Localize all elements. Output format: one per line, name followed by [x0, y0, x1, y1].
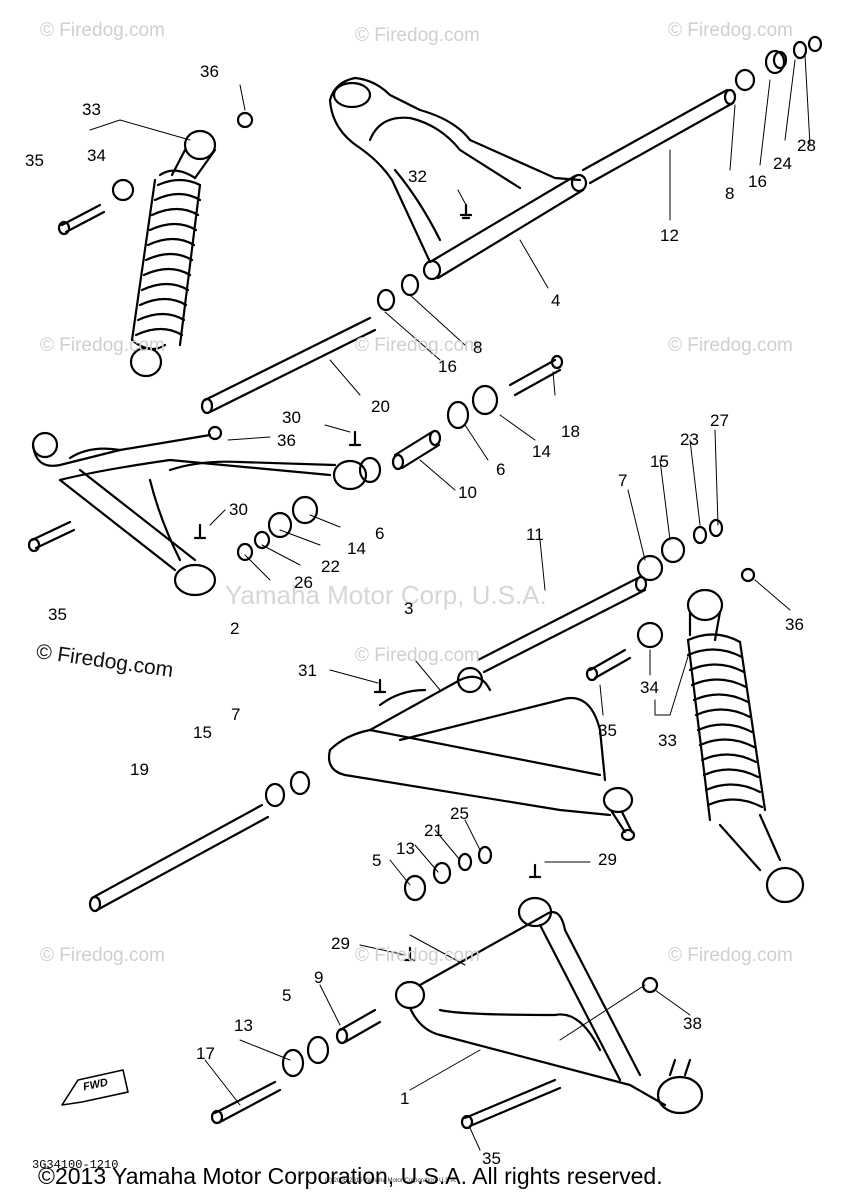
tiny-copyright: (c) 2005-2015 Yamaha Motor Corporation, …	[325, 1178, 457, 1184]
callout-18: 18	[561, 422, 580, 441]
callout-6: 6	[496, 460, 506, 479]
callout-7: 7	[618, 471, 628, 490]
bushings-middle	[236, 354, 564, 562]
watermark: © Firedog.com	[40, 945, 165, 966]
watermark: © Firedog.com	[355, 25, 480, 46]
arm-2	[27, 425, 382, 597]
callout-10: 10	[458, 483, 477, 502]
callout-35: 35	[25, 151, 44, 170]
callout-34: 34	[87, 146, 106, 165]
callout-13: 13	[234, 1016, 253, 1035]
callout-36: 36	[785, 615, 804, 634]
callout-16: 16	[438, 357, 457, 376]
callout-19: 19	[130, 760, 149, 779]
callout-33: 33	[82, 100, 101, 119]
watermark: © Firedog.com	[668, 335, 793, 356]
callout-15: 15	[650, 452, 669, 471]
callout-8: 8	[725, 184, 735, 203]
callout-29: 29	[331, 934, 350, 953]
shock-absorber-right	[585, 518, 805, 904]
callout-27: 27	[710, 411, 729, 430]
callout-8: 8	[473, 338, 483, 357]
shaft-19	[88, 770, 311, 913]
copyright-footer: ©2013 Yamaha Motor Corporation, U.S.A. A…	[38, 1163, 663, 1189]
callout-3: 3	[404, 599, 414, 618]
fwd-arrow	[61, 1069, 129, 1106]
callout-38: 38	[683, 1014, 702, 1033]
watermark: © Firedog.com	[355, 335, 480, 356]
callout-34: 34	[640, 678, 659, 697]
arm-1	[394, 863, 704, 1130]
diagram-code: 3G34100-1210	[32, 1158, 119, 1172]
callout-35: 35	[48, 605, 67, 624]
callout-26: 26	[294, 573, 313, 592]
callout-7: 7	[231, 705, 241, 724]
bushings-top-right	[734, 35, 823, 92]
callout-14: 14	[347, 539, 366, 558]
callout-35: 35	[482, 1149, 501, 1168]
callout-9: 9	[314, 968, 324, 987]
callout-15: 15	[193, 723, 212, 742]
shock-absorber-left	[57, 111, 254, 378]
callout-6: 6	[375, 524, 385, 543]
callout-14: 14	[532, 442, 551, 461]
watermark: © Firedog.com	[40, 335, 165, 356]
callout-20: 20	[371, 397, 390, 416]
callout-17: 17	[196, 1044, 215, 1063]
watermark: © Firedog.com	[355, 945, 480, 966]
callout-33: 33	[658, 731, 677, 750]
callout-5: 5	[372, 851, 382, 870]
callout-12: 12	[660, 226, 679, 245]
callout-22: 22	[321, 557, 340, 576]
callout-36: 36	[200, 62, 219, 81]
arm-3	[327, 575, 648, 842]
callout-31: 31	[298, 661, 317, 680]
callout-35: 35	[598, 721, 617, 740]
callout-30: 30	[282, 408, 301, 427]
bushings-lower-left	[210, 845, 493, 1125]
callout-16: 16	[748, 172, 767, 191]
callout-24: 24	[773, 154, 792, 173]
watermark: © Firedog.com	[668, 20, 793, 41]
callout-21: 21	[424, 821, 443, 840]
callout-32: 32	[408, 167, 427, 186]
callout-36: 36	[277, 431, 296, 450]
watermark: © Firedog.com	[40, 20, 165, 41]
callout-1: 1	[400, 1089, 410, 1108]
callout-11: 11	[526, 525, 544, 544]
watermark: © Firedog.com	[668, 945, 793, 966]
callout-28: 28	[797, 136, 816, 155]
upper-arm-4	[328, 76, 588, 281]
callout-25: 25	[450, 804, 469, 823]
callout-4: 4	[551, 291, 561, 310]
shaft-12	[581, 88, 737, 185]
callout-5: 5	[282, 986, 292, 1005]
center-watermark: Yamaha Motor Corp, U.S.A.	[225, 580, 547, 610]
callout-13: 13	[396, 839, 415, 858]
watermark: © Firedog.com	[355, 645, 480, 666]
leader-lines	[89, 54, 811, 1151]
callout-23: 23	[680, 430, 699, 449]
callout-30: 30	[229, 500, 248, 519]
callout-2: 2	[230, 619, 240, 638]
callout-29: 29	[598, 850, 617, 869]
